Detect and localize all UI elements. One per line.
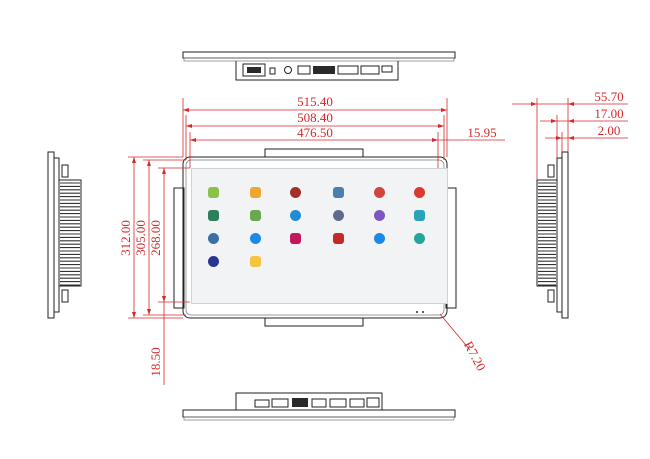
search-icon[interactable] xyxy=(208,233,219,244)
dim-corner-radius: R7.20 xyxy=(461,338,489,373)
power-icon[interactable] xyxy=(414,187,425,198)
mic-icon[interactable] xyxy=(374,187,385,198)
browser-icon[interactable] xyxy=(414,233,425,244)
ball-icon[interactable] xyxy=(374,210,385,221)
picture-icon[interactable] xyxy=(290,233,301,244)
person-icon[interactable] xyxy=(250,233,261,244)
terminal-icon[interactable] xyxy=(414,210,425,221)
cog-icon[interactable] xyxy=(333,210,344,221)
dim-height-outer: 312.00 xyxy=(118,220,133,256)
mail-icon[interactable] xyxy=(250,187,261,198)
left-side-view xyxy=(47,151,82,319)
display-screen xyxy=(191,168,448,304)
android-icon[interactable] xyxy=(208,187,219,198)
download-icon[interactable] xyxy=(374,233,385,244)
dim-width-inner: 476.50 xyxy=(297,125,333,140)
top-view xyxy=(182,51,456,81)
gear-icon[interactable] xyxy=(290,187,301,198)
dim-width-outer: 515.40 xyxy=(297,94,333,109)
dim-right-offset: 15.95 xyxy=(467,125,496,140)
dim-depth-mid: 17.00 xyxy=(594,106,623,121)
grid-icon[interactable] xyxy=(333,187,344,198)
dim-width-mid: 508.40 xyxy=(297,110,333,125)
dimension-arrows xyxy=(132,102,574,318)
dim-height-mid: 305.00 xyxy=(133,220,148,256)
bottom-view xyxy=(182,392,456,421)
dim-depth-bezel: 2.00 xyxy=(598,123,621,138)
photo-icon[interactable] xyxy=(250,210,261,221)
right-side-view xyxy=(536,151,569,319)
briefcase-icon[interactable] xyxy=(333,233,344,244)
window-icon[interactable] xyxy=(208,210,219,221)
music-icon[interactable] xyxy=(208,256,219,267)
dim-bottom-offset: 18.50 xyxy=(148,347,163,376)
dim-depth-total: 55.70 xyxy=(594,89,623,104)
dim-height-inner: 268.00 xyxy=(148,220,163,256)
folder-icon[interactable] xyxy=(250,256,261,267)
cloud-icon[interactable] xyxy=(290,210,301,221)
